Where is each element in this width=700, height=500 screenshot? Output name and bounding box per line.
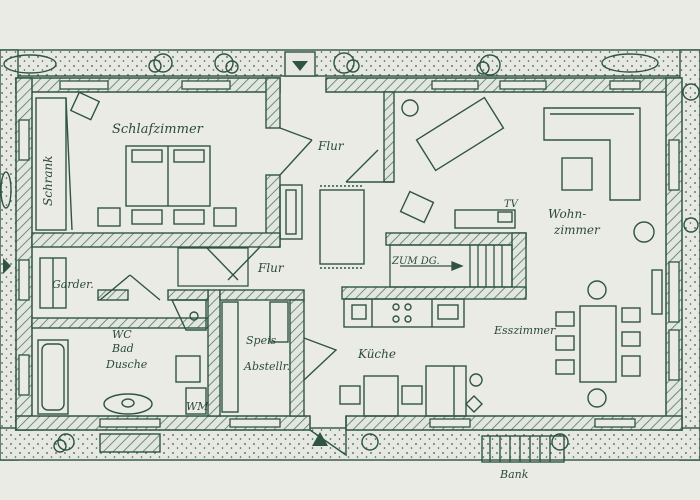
label-wohnzimmer-line1: Wohn-: [548, 207, 586, 221]
garden-shrubs: [0, 52, 700, 453]
label-bank: Bank: [499, 468, 529, 481]
entrance-arrows: [3, 51, 328, 446]
label-wm: WM: [186, 400, 209, 413]
label-speis: Speis: [246, 334, 277, 347]
staircase: [389, 244, 513, 288]
label-schlafzimmer: Schlafzimmer: [112, 122, 204, 137]
label-esszimmer: Esszimmer: [493, 324, 556, 337]
label-dusche: Dusche: [105, 358, 148, 371]
dining-furniture: [555, 269, 663, 408]
interior-walls: [31, 77, 527, 417]
garden-bench: [99, 433, 565, 463]
room-labels: Schlafzimmer Schrank Flur Flur Wohn- zim…: [41, 122, 601, 481]
windows: [18, 80, 680, 428]
label-tv: TV: [504, 199, 520, 210]
bedroom-furniture: [35, 91, 237, 231]
label-wohnzimmer-line2: zimmer: [553, 223, 601, 237]
label-abstellr: Abstellr.: [243, 360, 290, 373]
label-bad: Bad: [111, 342, 134, 355]
hall-furniture: [279, 184, 365, 269]
doors: [99, 127, 394, 457]
label-schrank: Schrank: [41, 155, 55, 206]
label-kueche: Küche: [357, 347, 396, 361]
bathroom-furniture: [37, 257, 289, 415]
kitchen-furniture: [339, 298, 483, 417]
label-flur-upper: Flur: [317, 139, 345, 153]
label-garderobe: Garder.: [52, 278, 94, 291]
label-wc: WC: [112, 328, 132, 341]
label-zum-dg: ZUM DG.: [391, 256, 440, 267]
label-flur-lower: Flur: [257, 261, 285, 275]
living-room-furniture: [399, 96, 655, 243]
